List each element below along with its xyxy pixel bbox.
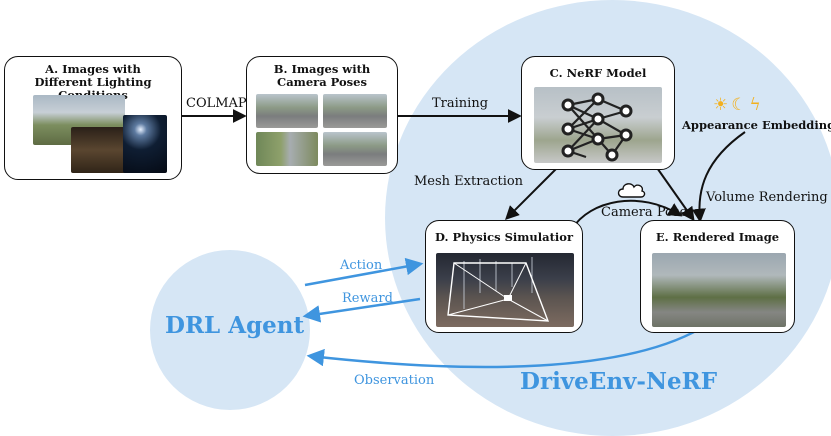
box-b-camera-poses: B. Images with Camera Poses	[246, 56, 398, 174]
sun-icon: ☀	[713, 95, 729, 115]
label-mesh-extraction: Mesh Extraction	[414, 174, 524, 189]
photo-night	[123, 115, 167, 173]
box-d-physics-simulator: D. Physics Simulatior	[425, 220, 583, 333]
label-appearance-embedding: Appearance Embedding	[682, 118, 831, 132]
label-camera-pose: Camera Pose	[601, 205, 688, 220]
box-c-title: C. NeRF Model	[549, 66, 647, 80]
photo-pose-3	[256, 132, 318, 166]
cloud-icon	[617, 183, 646, 198]
box-b-title: B. Images with Camera Poses	[273, 62, 371, 89]
arrow-camera-pose	[571, 199, 683, 230]
driveenv-nerf-title: DriveEnv-NeRF	[520, 368, 718, 395]
label-reward: Reward	[342, 291, 393, 306]
arrow-nerf-to-render	[654, 164, 695, 222]
appearance-icons: ☀☾ϟ	[713, 96, 761, 114]
lightning-icon: ϟ	[749, 95, 761, 115]
box-d-title: D. Physics Simulatior	[434, 230, 574, 244]
rendered-photo	[652, 253, 786, 327]
box-c-nerf-model: C. NeRF Model	[521, 56, 675, 170]
label-training: Training	[432, 96, 489, 111]
photo-pose-1	[256, 94, 318, 128]
moon-icon: ☾	[731, 95, 747, 115]
arrow-action	[304, 257, 424, 287]
arrow-mesh-extraction	[505, 164, 561, 220]
arrow-appearance	[691, 131, 746, 223]
label-observation: Observation	[354, 373, 435, 388]
drl-agent-title: DRL Agent	[165, 312, 305, 339]
label-volume-rendering: Volume Rendering	[706, 190, 828, 205]
box-e-rendered-image: E. Rendered Image	[640, 220, 795, 333]
drl-agent-region	[150, 250, 310, 410]
arrow-reward	[302, 297, 421, 323]
neural-network-icon	[561, 92, 633, 162]
photo-pose-4	[323, 132, 387, 166]
box-a-images-lighting: A. Images with Different Lighting Condit…	[4, 56, 182, 180]
simulator-view	[436, 253, 574, 327]
photo-pose-2	[323, 94, 387, 128]
photo-dusk	[71, 127, 127, 173]
simulator-frustum-overlay	[447, 257, 550, 322]
box-e-title: E. Rendered Image	[655, 230, 780, 244]
label-colmap: COLMAP	[186, 96, 247, 111]
arrow-observation	[306, 322, 709, 369]
label-action: Action	[340, 258, 383, 273]
